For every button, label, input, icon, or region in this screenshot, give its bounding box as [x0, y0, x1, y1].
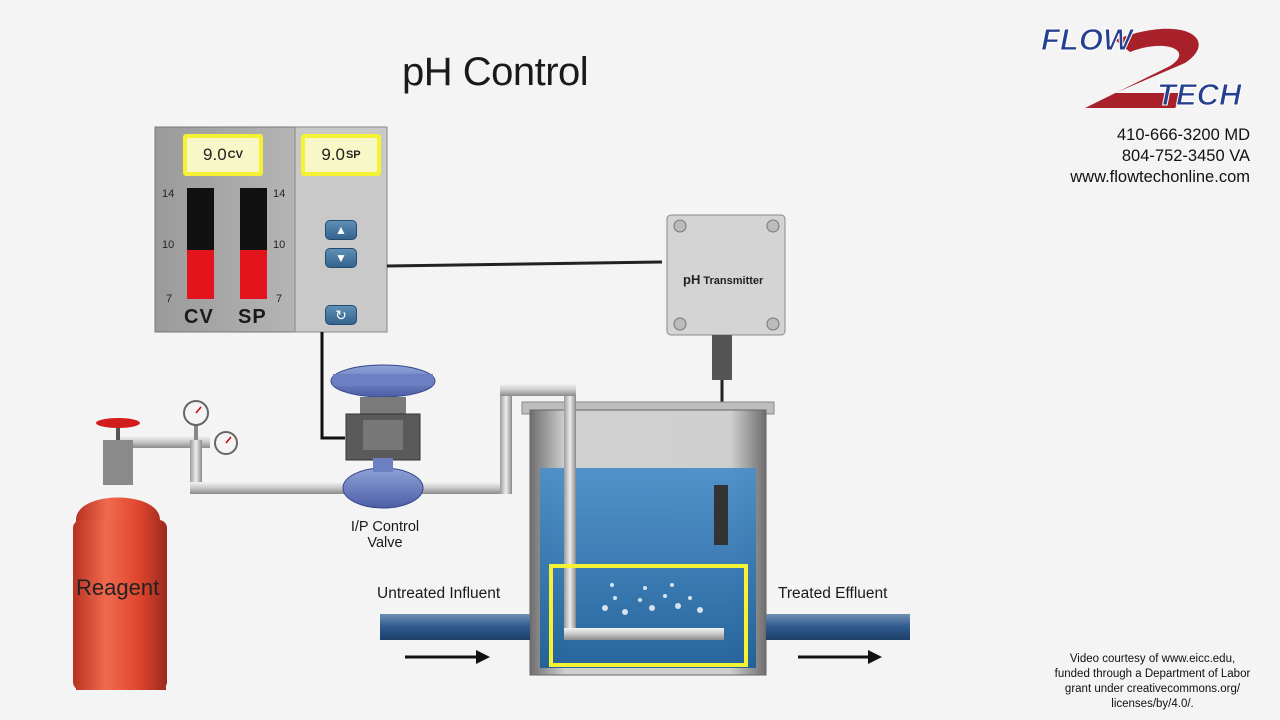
transmitter-label-text: Transmitter	[703, 275, 764, 287]
effluent-label: Treated Effluent	[778, 585, 888, 602]
transmitter-label: pH Transmitter	[683, 272, 763, 287]
cylinder-valve-handwheel-icon	[96, 418, 140, 428]
down-arrow-button[interactable]: ▼	[325, 248, 357, 268]
phone-md: 410-666-3200 MD	[1117, 126, 1250, 144]
scale-tick-right: 7	[276, 293, 283, 305]
transmitter-label-ph: pH	[683, 272, 701, 287]
influent-pipe	[380, 614, 530, 640]
inlet-dip-pipe	[564, 395, 576, 635]
sp-bar-fill	[240, 250, 267, 299]
scale-tick-left: 14	[162, 188, 175, 200]
sp-bar-label: SP	[238, 306, 267, 328]
logo-swoosh-icon	[1085, 28, 1199, 109]
valve-label-line1: I/P Control	[350, 519, 420, 535]
page-title: pH Control	[402, 50, 589, 94]
reset-button[interactable]: ↻	[325, 305, 357, 325]
ph-probe	[714, 485, 728, 545]
scale-tick-left: 7	[166, 293, 173, 305]
cv-bar-fill	[187, 250, 214, 299]
scale-tick-left: 10	[162, 239, 175, 251]
signal-cable	[386, 260, 663, 268]
effluent-pipe	[766, 614, 910, 640]
valve-label: I/P Control Valve	[330, 519, 440, 551]
valve-signal-cable	[320, 332, 345, 440]
valve-label-line2: Valve	[367, 535, 403, 551]
sp-value: 9.0	[321, 145, 345, 164]
credit-line: funded through a Department of Labor	[1054, 668, 1251, 680]
video-credit: Video courtesy of www.eicc.edu, funded t…	[1030, 652, 1275, 712]
scale-tick-right: 10	[273, 239, 286, 251]
reagent-label: Reagent	[76, 575, 160, 600]
contact-block: 410-666-3200 MD 804-752-3450 VA www.flow…	[1070, 125, 1250, 188]
mixing-zone-highlight	[549, 564, 748, 667]
cv-display-suffix: CV	[227, 149, 243, 161]
credit-line: Video courtesy of www.eicc.edu,	[1069, 653, 1236, 665]
scale-tick-right: 14	[273, 188, 286, 200]
credit-line: licenses/by/4.0/.	[1111, 698, 1194, 710]
sparge-bubbles	[602, 583, 703, 615]
reagent-supply-pipe	[190, 482, 350, 494]
transmitter-fitting	[712, 335, 732, 380]
up-arrow-button[interactable]: ▲	[325, 220, 357, 240]
logo-flow-text: FLOW	[1041, 22, 1135, 57]
cylinder-outlet-pipe	[118, 436, 210, 448]
flowtech-logo: FLOW TECH	[1041, 22, 1243, 113]
phone-va: 804-752-3450 VA	[1121, 147, 1250, 165]
logo-tech-text: TECH	[1157, 77, 1242, 112]
website-link[interactable]: www.flowtechonline.com	[1070, 168, 1250, 186]
valve-body	[342, 467, 424, 509]
credit-line: grant under creativecommons.org/	[1064, 683, 1241, 695]
influent-label: Untreated Influent	[377, 585, 501, 602]
sp-display-suffix: SP	[345, 149, 361, 161]
riser-pipe	[500, 392, 512, 494]
cv-bar-label: CV	[184, 306, 214, 328]
cv-value: 9.0	[203, 145, 227, 164]
